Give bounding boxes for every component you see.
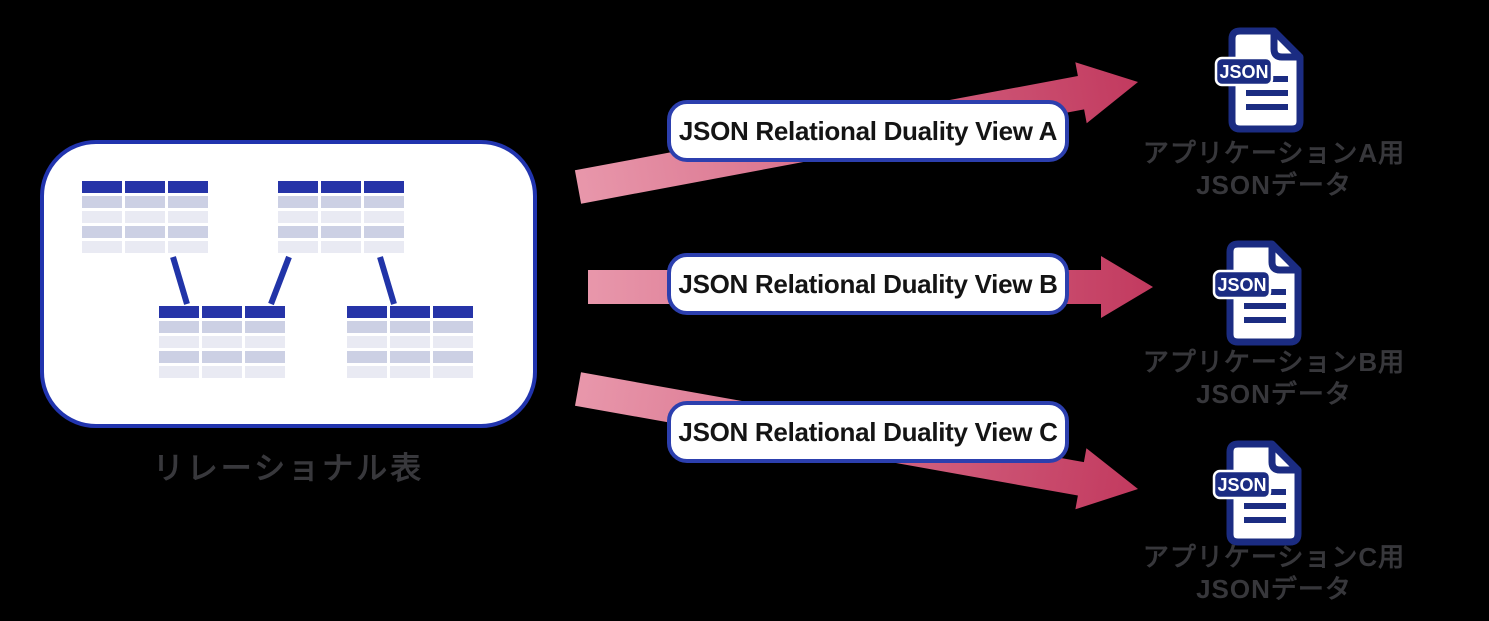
- table-header-cell: [364, 181, 404, 193]
- relational-table: [82, 181, 208, 253]
- table-cell: [390, 321, 430, 333]
- table-cell: [433, 336, 473, 348]
- table-cell: [321, 211, 361, 223]
- table-cell: [82, 226, 122, 238]
- table-header-cell: [321, 181, 361, 193]
- table-cell: [433, 366, 473, 378]
- table-cell: [321, 196, 361, 208]
- table-cell: [321, 241, 361, 253]
- table-cell: [433, 351, 473, 363]
- table-header-cell: [278, 181, 318, 193]
- json-badge: [1212, 469, 1272, 500]
- table-header-cell: [202, 306, 242, 318]
- json-document-icon: JSON: [1212, 440, 1302, 546]
- output-label-line: JSONデータ: [1196, 378, 1352, 409]
- output-label-b: アプリケーションB用 JSONデータ: [1104, 347, 1444, 410]
- panel-title: リレーショナル表: [152, 451, 425, 486]
- output-label-line: JSONデータ: [1196, 573, 1352, 604]
- table-header-cell: [82, 181, 122, 193]
- table-cell: [347, 321, 387, 333]
- table-cell: [168, 226, 208, 238]
- output-label-a: アプリケーションA用 JSONデータ: [1104, 138, 1444, 201]
- duality-view-c-box: JSON Relational Duality View C: [667, 401, 1069, 463]
- json-badge: [1214, 56, 1274, 87]
- json-badge-label: JSON: [1217, 475, 1266, 495]
- table-header-cell: [390, 306, 430, 318]
- json-badge-label: JSON: [1219, 62, 1268, 82]
- json-document-icon: JSON: [1212, 240, 1302, 346]
- json-badge-label: JSON: [1217, 275, 1266, 295]
- table-cell: [82, 241, 122, 253]
- table-header-cell: [245, 306, 285, 318]
- table-cell: [168, 241, 208, 253]
- table-cell: [202, 336, 242, 348]
- output-label-line: JSONデータ: [1196, 169, 1352, 200]
- table-cell: [278, 211, 318, 223]
- table-cell: [202, 351, 242, 363]
- table-cell: [278, 241, 318, 253]
- table-cell: [364, 226, 404, 238]
- output-label-line: アプリケーションC用: [1142, 542, 1406, 572]
- table-header-cell: [433, 306, 473, 318]
- table-cell: [125, 211, 165, 223]
- table-cell: [245, 336, 285, 348]
- table-cell: [202, 321, 242, 333]
- table-cell: [321, 226, 361, 238]
- relational-table: [159, 306, 285, 378]
- table-header-cell: [125, 181, 165, 193]
- table-cell: [159, 366, 199, 378]
- table-cell: [125, 241, 165, 253]
- table-cell: [364, 241, 404, 253]
- json-document-icon: JSON: [1214, 27, 1304, 133]
- table-cell: [159, 351, 199, 363]
- table-header-cell: [168, 181, 208, 193]
- table-cell: [390, 336, 430, 348]
- table-cell: [347, 351, 387, 363]
- table-cell: [159, 321, 199, 333]
- table-cell: [245, 351, 285, 363]
- relational-table: [278, 181, 404, 253]
- table-cell: [278, 196, 318, 208]
- table-cell: [202, 366, 242, 378]
- table-cell: [125, 226, 165, 238]
- output-label-line: アプリケーションA用: [1142, 138, 1406, 168]
- output-label-line: アプリケーションB用: [1142, 347, 1406, 377]
- table-cell: [278, 226, 318, 238]
- table-cell: [245, 321, 285, 333]
- table-cell: [82, 211, 122, 223]
- table-header-cell: [159, 306, 199, 318]
- table-cell: [159, 336, 199, 348]
- table-cell: [364, 211, 404, 223]
- duality-view-a-box: JSON Relational Duality View A: [667, 100, 1069, 162]
- table-cell: [433, 321, 473, 333]
- table-cell: [347, 366, 387, 378]
- json-badge: [1212, 269, 1272, 300]
- table-cell: [245, 366, 285, 378]
- table-cell: [82, 196, 122, 208]
- output-label-c: アプリケーションC用 JSONデータ: [1104, 542, 1444, 605]
- table-header-cell: [347, 306, 387, 318]
- table-cell: [168, 211, 208, 223]
- table-cell: [168, 196, 208, 208]
- table-cell: [364, 196, 404, 208]
- table-cell: [390, 366, 430, 378]
- table-cell: [125, 196, 165, 208]
- duality-view-b-box: JSON Relational Duality View B: [667, 253, 1069, 315]
- table-cell: [347, 336, 387, 348]
- table-cell: [390, 351, 430, 363]
- relational-table: [347, 306, 473, 378]
